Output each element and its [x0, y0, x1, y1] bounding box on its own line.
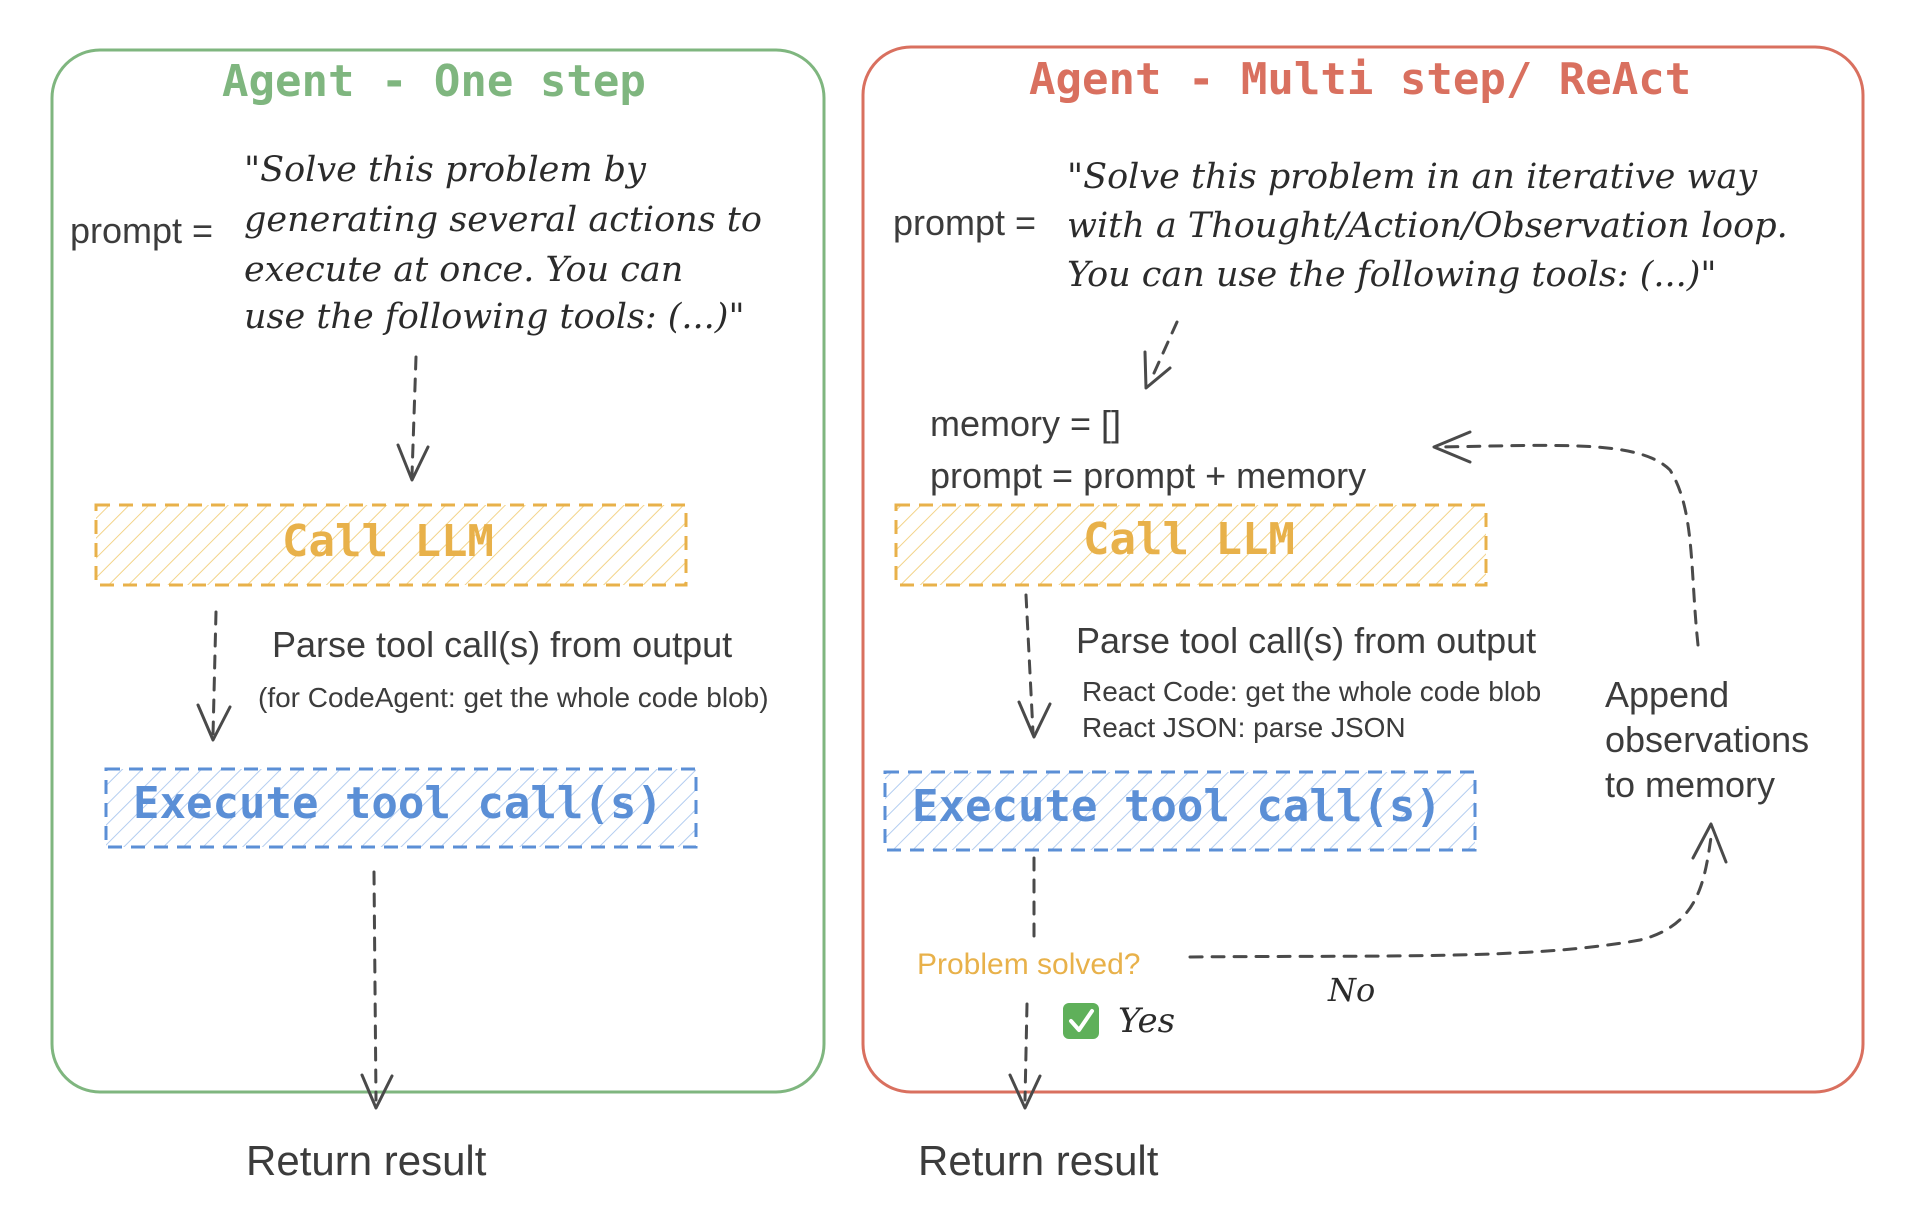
- prompt-plus-memory-line: prompt = prompt + memory: [930, 455, 1367, 496]
- right-arrowhead-memory: [1432, 430, 1472, 464]
- left-parse-note: (for CodeAgent: get the whole code blob): [258, 682, 769, 713]
- one-step-title: Agent - One step: [222, 56, 646, 107]
- multi-step-panel: [861, 45, 1865, 1094]
- right-execute-box: [883, 770, 1477, 852]
- right-arrowhead-3: [1008, 1073, 1042, 1110]
- right-parse-label: Parse tool call(s) from output: [1076, 620, 1537, 661]
- left-call-llm-box: [94, 503, 688, 587]
- right-arrow-prompt-to-memory: [1148, 320, 1179, 384]
- right-arrowhead-1: [1143, 350, 1172, 390]
- right-arrow-llm-to-execute: [1024, 593, 1035, 734]
- right-prompt-line-2: with a Thought/Action/Observation loop.: [1067, 206, 1788, 246]
- left-execute-box: [104, 767, 698, 849]
- left-prompt-line-2: generating several actions to: [244, 200, 762, 240]
- left-prompt-line-4: use the following tools: (...)": [244, 297, 745, 337]
- memory-init-line: memory = []: [930, 403, 1122, 444]
- left-parse-label: Parse tool call(s) from output: [272, 624, 733, 665]
- right-execute-label: Execute tool call(s): [912, 781, 1442, 832]
- right-prompt-label: prompt =: [893, 202, 1037, 243]
- right-prompt-line-3: You can use the following tools: (...)": [1067, 255, 1717, 295]
- left-prompt-line-3: execute at once. You can: [244, 250, 684, 290]
- no-branch-label: No: [1328, 971, 1376, 1009]
- right-return-label: Return result: [918, 1137, 1159, 1184]
- right-arrowhead-2: [1017, 700, 1052, 739]
- append-line-3: to memory: [1605, 764, 1776, 805]
- left-call-llm-label: Call LLM: [282, 516, 494, 567]
- append-line-1: Append: [1605, 674, 1730, 715]
- right-arrowhead-append: [1691, 822, 1728, 864]
- left-arrow-prompt-to-llm: [410, 355, 418, 477]
- problem-solved-label: Problem solved?: [917, 948, 1141, 981]
- left-prompt-line-1: "Solve this problem by: [244, 150, 646, 190]
- right-arrow-append-to-memory: [1438, 443, 1700, 647]
- right-parse-note-json: React JSON: parse JSON: [1082, 712, 1406, 743]
- multi-step-title: Agent - Multi step/ ReAct: [1029, 54, 1692, 105]
- append-line-2: observations: [1605, 719, 1810, 760]
- right-call-llm-label: Call LLM: [1083, 514, 1295, 565]
- left-arrowhead-3: [360, 1073, 394, 1110]
- right-prompt-line-1: "Solve this problem in an iterative way: [1067, 157, 1758, 197]
- left-return-label: Return result: [246, 1137, 487, 1184]
- right-arrow-problem-to-return: [1023, 1002, 1029, 1102]
- right-arrow-no-to-append: [1188, 828, 1714, 959]
- right-call-llm-box: [894, 503, 1488, 587]
- left-execute-label: Execute tool call(s): [133, 778, 663, 829]
- one-step-panel: [50, 48, 826, 1094]
- yes-branch-label: Yes: [1118, 1001, 1176, 1041]
- left-prompt-label: prompt =: [70, 210, 214, 251]
- right-parse-note-code: React Code: get the whole code blob: [1082, 676, 1542, 707]
- left-arrowhead-2: [196, 703, 232, 742]
- left-arrowhead-1: [396, 443, 430, 482]
- check-mark-icon: [1063, 1003, 1099, 1039]
- left-arrow-execute-to-return: [372, 870, 378, 1102]
- left-arrow-llm-to-parse: [211, 610, 218, 737]
